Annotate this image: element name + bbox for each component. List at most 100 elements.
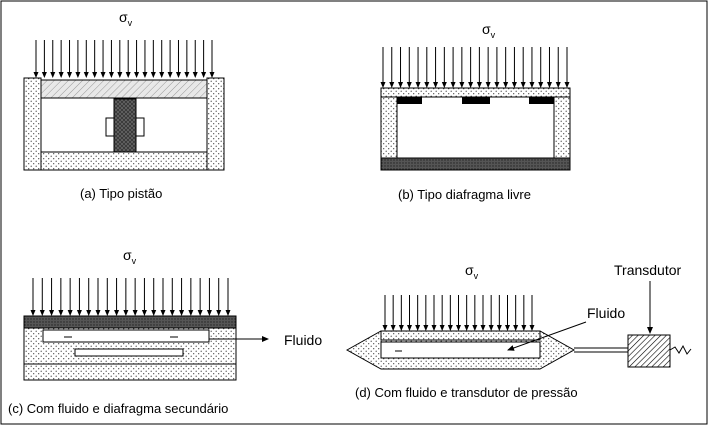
load-arrow-head [50,72,55,78]
load-arrow-head [440,325,445,331]
load-arrow-head [521,325,526,331]
gauge-right [136,118,144,136]
load-arrow-head [556,82,561,88]
load-arrow-head [383,325,388,331]
load-arrow-head [105,310,110,316]
load-arrow-head [486,82,491,88]
load-arrow-head [529,82,534,88]
diaphragm-b [381,88,570,97]
load-arrow-head [216,310,221,316]
top-diaphragm-c [24,316,236,328]
load-arrow-head [188,310,193,316]
load-arrow-head [75,72,80,78]
fluid-cavity-c [43,330,209,342]
base-a [41,152,207,170]
load-arrow-head [198,310,203,316]
load-arrow-head [468,82,473,88]
fluid-cavity-d [381,342,540,358]
load-arrow-head [207,310,212,316]
load-arrow-head [114,310,119,316]
load-arrow-head [176,72,181,78]
load-arrow-head [494,82,499,88]
load-arrow-head [391,325,396,331]
right-wall-b [554,97,570,158]
load-arrow-head [464,325,469,331]
load-arrow-head [151,310,156,316]
piston-rod [114,99,136,152]
base-c [24,364,236,380]
load-arrow-head [117,72,122,78]
load-arrows-c [31,278,231,316]
load-arrow-head [530,325,535,331]
panel-d-fluid-transducer: σv Transdutor Fluido (d) Com fluido e tr… [347,262,691,400]
caption-d: (d) Com fluido e transdutor de pressão [355,385,578,400]
load-arrow-head [423,325,428,331]
left-wall-b [381,97,397,158]
load-arrow-head [456,325,461,331]
load-arrow-head [407,325,412,331]
right-wall-a [207,78,224,170]
load-arrow-head [226,310,231,316]
base-b [381,158,570,170]
load-arrow-head [179,310,184,316]
load-arrow-head [521,82,526,88]
load-arrow-head [399,325,404,331]
load-arrow-head [59,72,64,78]
load-arrow-head [201,72,206,78]
gauge-b-3 [529,97,554,104]
caption-c: (c) Com fluido e diafragma secundário [8,401,228,416]
panel-a-piston: σv (a) Tipo pistão [24,9,224,201]
load-arrow-head [497,325,502,331]
load-arrow-head [547,82,552,88]
piston-plate [41,80,207,98]
load-arrow-head [159,72,164,78]
load-arrow-head [538,82,543,88]
load-arrow-head [407,82,412,88]
load-arrow-head [92,72,97,78]
load-arrow-head [142,310,147,316]
load-arrow-head [142,72,147,78]
load-arrow-head [109,72,114,78]
load-arrow-head [184,72,189,78]
load-arrows-a [34,40,215,78]
load-arrow-head [58,310,63,316]
load-arrow-head [168,72,173,78]
load-arrow-head [126,72,131,78]
gauge-left [106,118,114,136]
sigma-label-c: σv [123,247,137,266]
load-arrow-head [424,82,429,88]
load-arrow-head [86,310,91,316]
load-arrow-head [398,82,403,88]
load-arrow-head [40,310,45,316]
load-arrow-head [49,310,54,316]
load-arrow-head [31,310,36,316]
fluid-label-c: Fluido [284,332,322,348]
load-arrow-head [415,325,420,331]
load-arrow-head [565,82,570,88]
sigma-label-b: σv [482,21,496,40]
panel-b-free-diaphragm: σv (b) Tipo diafragma livre [381,21,571,202]
load-arrow-head [433,82,438,88]
load-arrow-head [42,72,47,78]
load-arrow-head [134,72,139,78]
load-arrow-head [451,82,456,88]
load-arrow-head [84,72,89,78]
load-arrow-head [389,82,394,88]
top-plate-d [381,331,540,340]
load-arrow-head [512,82,517,88]
load-arrow-head [513,325,518,331]
load-arrow-head [68,310,73,316]
transducer-label: Transdutor [614,262,682,278]
load-arrow-head [489,325,494,331]
secondary-diaphragm [75,349,183,356]
load-arrow-head [448,325,453,331]
load-arrow-head [161,310,166,316]
load-arrow-head [34,72,39,78]
load-arrow-head [505,325,510,331]
load-arrow-head [77,310,82,316]
load-arrow-head [101,72,106,78]
load-arrow-head [432,325,437,331]
left-wall-a [24,78,41,170]
